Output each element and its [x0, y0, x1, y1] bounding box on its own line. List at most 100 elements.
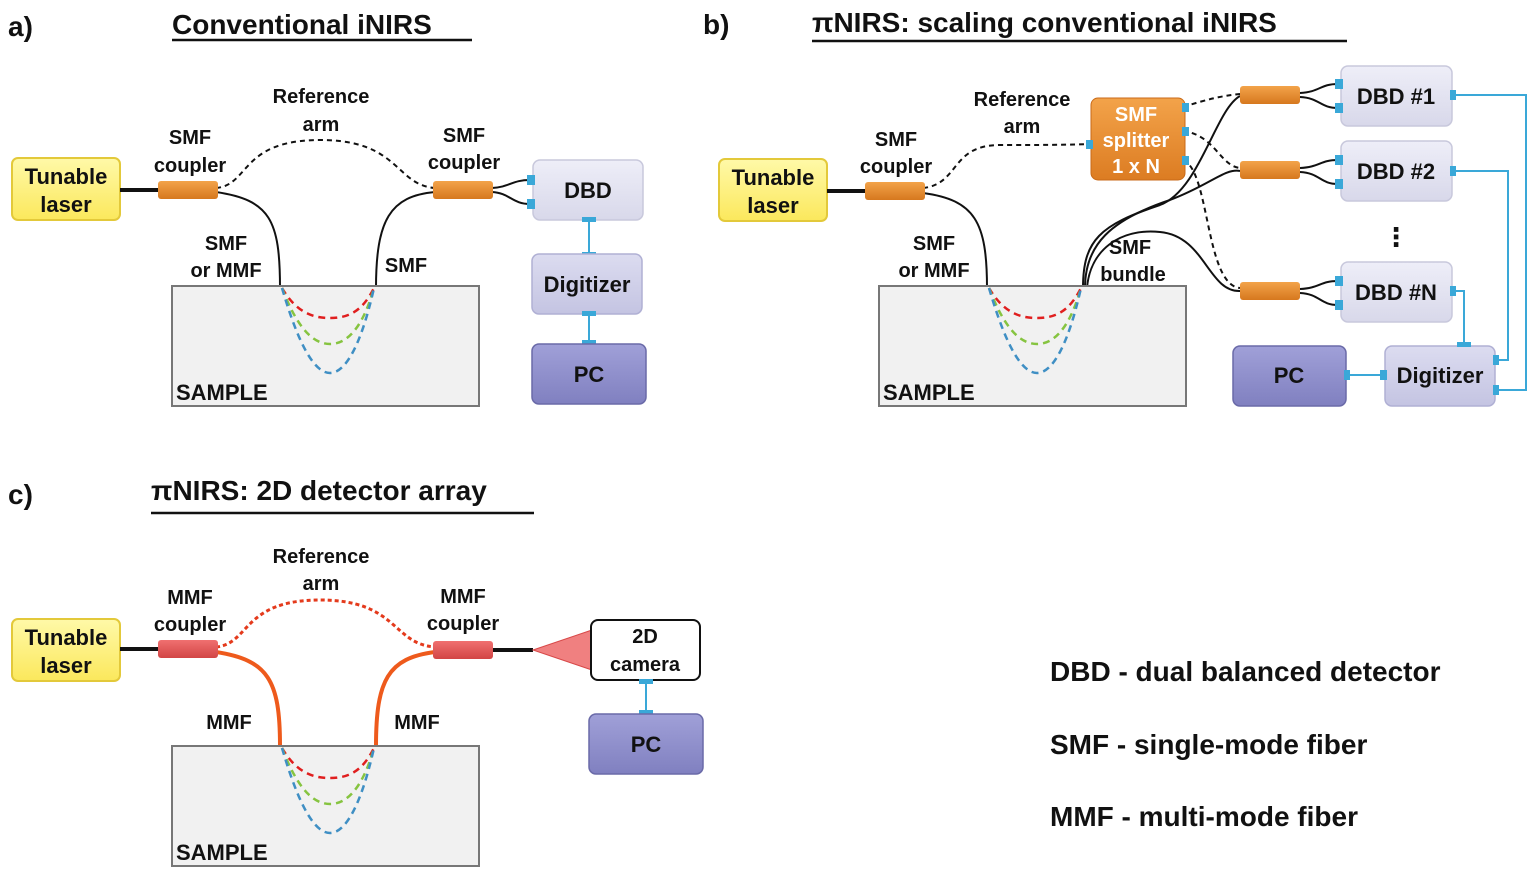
coupler-left-label-1: SMF — [169, 127, 211, 149]
fiber-left-label-1: SMF — [913, 233, 955, 255]
coupler-right-label-1: SMF — [443, 125, 485, 147]
smf-coupler-2 — [1240, 161, 1300, 179]
digitizer-in-port-pc — [1380, 370, 1387, 380]
photon-path-red — [987, 287, 1083, 320]
pc-box — [588, 713, 704, 775]
c2-to-dbd2-b — [1299, 171, 1339, 185]
bundle-label-1: SMF — [1109, 237, 1151, 259]
coupler-left-label-2: coupler — [154, 614, 226, 636]
smf-coupler-n — [1240, 282, 1300, 300]
coupler-right-label-2: coupler — [427, 613, 499, 635]
bundle-label-2: bundle — [1100, 264, 1166, 286]
dbd-2-label: DBD #2 — [1357, 159, 1435, 184]
splitter-in-port — [1086, 140, 1093, 149]
dbd-port-1 — [527, 175, 535, 185]
coupler-label-1: SMF — [875, 129, 917, 151]
fiber-left-label-2: or MMF — [190, 260, 261, 282]
dbd-2-port-b — [1335, 179, 1343, 189]
dbd-n-port-b — [1335, 300, 1343, 310]
legend-smf: SMF - single-mode fiber — [1050, 729, 1367, 760]
dbd-ellipsis: ⋮ — [1383, 222, 1409, 252]
dbdn-digitizer-cable — [1456, 290, 1465, 342]
reference-label-1: Reference — [974, 89, 1071, 111]
coupler-left-label-2: coupler — [154, 155, 226, 177]
panel-c-letter: c) — [8, 479, 33, 510]
sample-label: SAMPLE — [176, 380, 268, 405]
photon-path-blue — [280, 287, 376, 375]
pc-top-port — [582, 340, 596, 345]
photon-path-blue — [987, 287, 1083, 375]
dbd-n-label: DBD #N — [1355, 280, 1437, 305]
digitizer-label: Digitizer — [544, 272, 631, 297]
panel-b: b) πNIRS: scaling conventional iNIRS Tun… — [703, 7, 1527, 407]
laser-label-line1: Tunable — [25, 164, 108, 189]
panel-c-title: πNIRS: 2D detector array — [151, 475, 487, 506]
camera-bottom-port — [639, 679, 653, 684]
sample-label: SAMPLE — [883, 380, 975, 405]
panel-a: a) Conventional iNIRS Tunable laser SMF … — [8, 9, 647, 407]
reference-arm-fiber — [215, 138, 436, 189]
camera-label-1: 2D — [632, 626, 658, 648]
fiber-left-label-2: or MMF — [898, 260, 969, 282]
laser-label-line2: laser — [40, 192, 92, 217]
panel-a-letter: a) — [8, 11, 33, 42]
dbd-2-port-a — [1335, 155, 1343, 165]
source-fiber — [215, 191, 281, 289]
panel-b-title: πNIRS: scaling conventional iNIRS — [812, 7, 1277, 38]
cn-to-dbdn-a — [1299, 280, 1339, 290]
panel-c: c) πNIRS: 2D detector array Tunable lase… — [8, 475, 704, 867]
splitter-ref-out-1 — [1182, 93, 1241, 108]
dbd1-digitizer-cable — [1456, 94, 1527, 391]
laser-label-line1: Tunable — [732, 165, 815, 190]
smf-coupler-1 — [1240, 86, 1300, 104]
legend-mmf: MMF - multi-mode fiber — [1050, 801, 1358, 832]
smf-coupler-input — [865, 182, 925, 200]
pc-label: PC — [631, 732, 662, 757]
reference-arm-fiber — [922, 143, 1093, 189]
reference-label-2: arm — [1004, 116, 1041, 138]
dbd-port-2 — [527, 199, 535, 209]
reference-label-1: Reference — [273, 86, 370, 108]
dbd-1-out-port — [1450, 90, 1456, 100]
laser-label-line2: laser — [747, 193, 799, 218]
dbd-bottom-port — [582, 217, 596, 222]
sample-label: SAMPLE — [176, 840, 268, 865]
reference-label-2: arm — [303, 114, 340, 136]
coupler-right-label-2: coupler — [428, 152, 500, 174]
photon-path-red — [280, 287, 376, 320]
splitter-label-1: SMF — [1115, 104, 1157, 126]
splitter-label-2: splitter — [1103, 130, 1170, 152]
splitter-out-port-n — [1182, 156, 1189, 165]
detection-fiber — [375, 191, 436, 289]
cn-to-dbdn-b — [1299, 292, 1339, 306]
bundle-fiber-1 — [1082, 95, 1241, 289]
digitizer-label: Digitizer — [1397, 363, 1484, 388]
splitter-out-port-2 — [1182, 127, 1189, 136]
smf-coupler-left — [158, 181, 218, 199]
pc-box — [531, 343, 647, 405]
splitter-out-port-1 — [1182, 103, 1189, 112]
splitter-label-3: 1 x N — [1112, 156, 1160, 178]
panel-a-title: Conventional iNIRS — [172, 9, 432, 40]
digitizer-bottom-port — [582, 311, 596, 316]
dbd-1-port-a — [1335, 79, 1343, 89]
fiber-left-label-1: SMF — [205, 233, 247, 255]
detection-mmf-fiber — [374, 650, 436, 747]
panel-b-letter: b) — [703, 9, 729, 40]
fiber-right-label: MMF — [394, 712, 440, 734]
fiber-right-label: SMF — [385, 255, 427, 277]
pc-label: PC — [1274, 363, 1305, 388]
photon-path-green — [280, 747, 376, 806]
photon-path-green — [987, 287, 1083, 346]
dbd2-digitizer-cable — [1456, 170, 1509, 361]
coupler-to-dbd-fiber-1 — [491, 179, 531, 189]
splitter-ref-out-2 — [1182, 130, 1241, 169]
pc-label: PC — [574, 362, 605, 387]
coupler-label-2: coupler — [860, 156, 932, 178]
coupler-to-dbd-fiber-2 — [491, 191, 531, 205]
photon-path-blue — [280, 747, 376, 835]
dbd-1-label: DBD #1 — [1357, 84, 1435, 109]
digitizer-right-port-1 — [1493, 355, 1499, 365]
reference-arm-fiber — [215, 598, 436, 649]
